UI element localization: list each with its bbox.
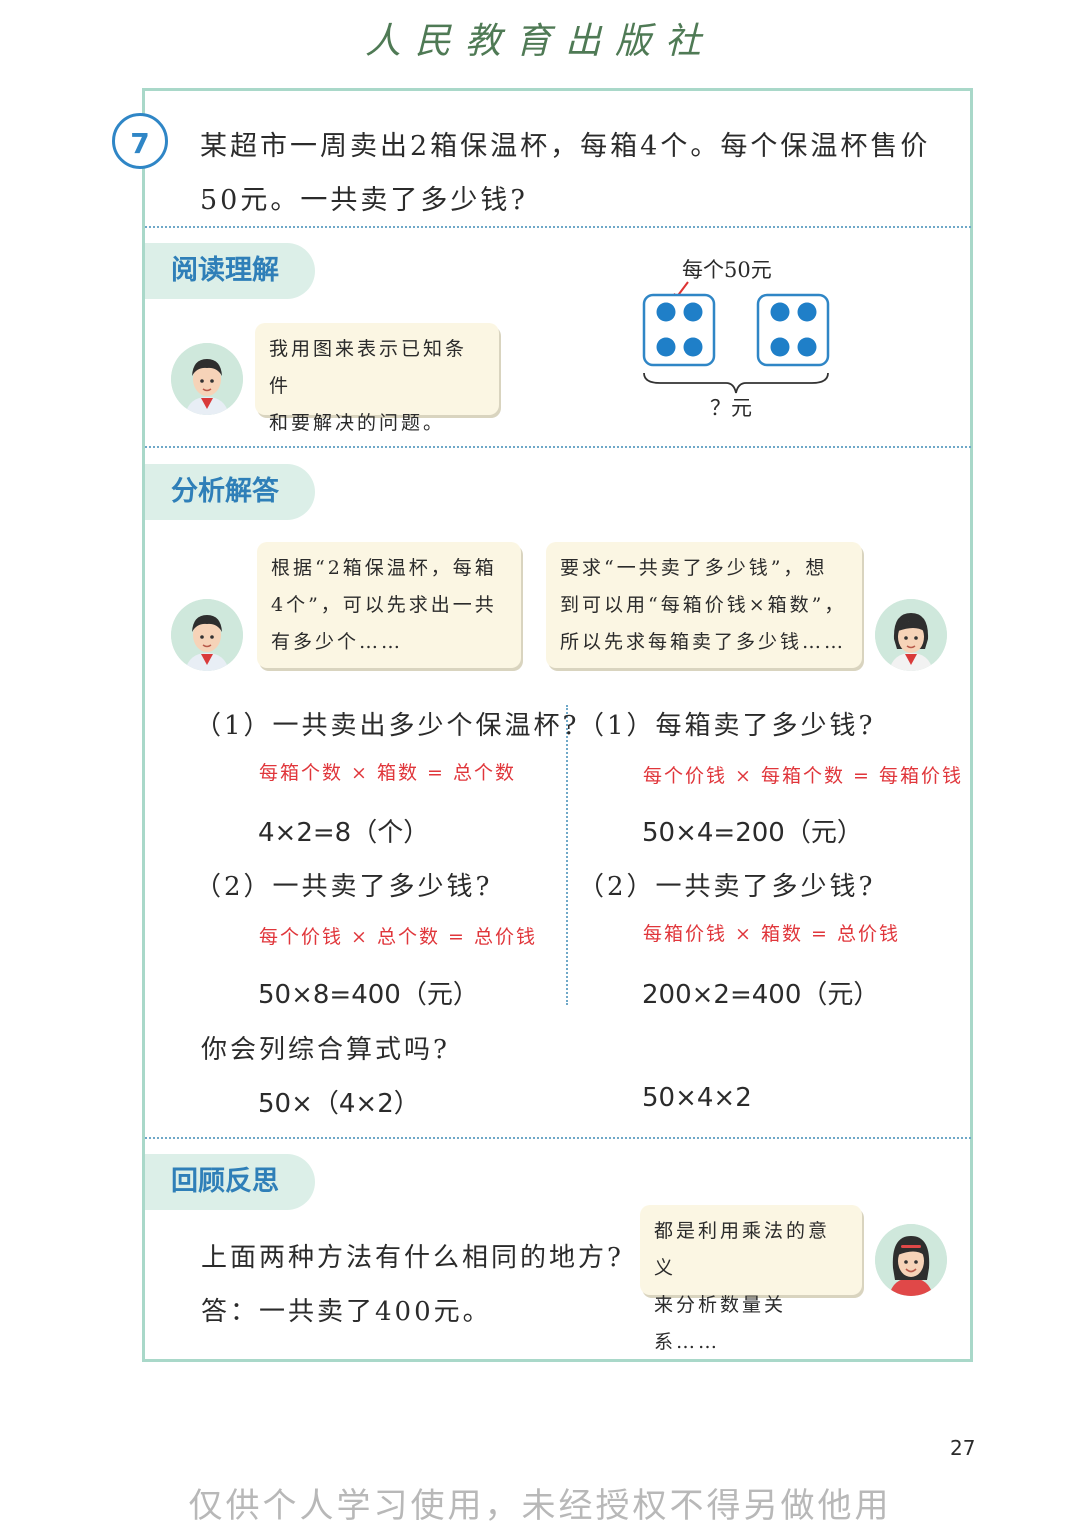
speech-bubble-right: 要求“一共卖了多少钱”，想 到可以用“每箱价钱×箱数”， 所以先求每箱卖了多少钱… — [546, 542, 862, 668]
right-step-2-relation: 每箱价钱 × 箱数 = 总价钱 — [643, 923, 900, 945]
bubble-line: 根据“2箱保温杯，每箱 — [271, 557, 497, 579]
speech-bubble-review: 都是利用乘法的意义 来分析数量关系…… — [640, 1205, 862, 1353]
boy-avatar — [171, 599, 243, 671]
left-step-1-relation: 每箱个数 × 箱数 = 总个数 — [259, 762, 516, 784]
tab-review: 回顾反思 — [145, 1154, 315, 1210]
girl-avatar-review — [875, 1224, 947, 1296]
problem-line-2: 50元。一共卖了多少钱? — [200, 185, 528, 216]
footer-notice: 仅供个人学习使用，未经授权不得另做他用 — [188, 1486, 892, 1526]
divider — [145, 1137, 971, 1139]
tab-analysis: 分析解答 — [145, 464, 315, 520]
bubble-line: 有多少个…… — [271, 631, 404, 653]
box-1 — [642, 293, 716, 367]
speech-bubble-left: 根据“2箱保温杯，每箱 4个”，可以先求出一共 有多少个…… — [257, 542, 521, 668]
left-step-2-relation: 每个价钱 × 总个数 = 总价钱 — [259, 926, 537, 948]
bubble-line: 4个”，可以先求出一共 — [271, 594, 497, 616]
box-2 — [756, 293, 830, 367]
bubble-line: 都是利用乘法的意义 — [654, 1220, 831, 1279]
bubble-line: 要求“一共卖了多少钱”，想 — [560, 557, 828, 579]
bubble-line: 和要解决的问题。 — [269, 412, 446, 434]
combined-formula-right: 50×4×2 — [642, 1083, 752, 1113]
tab-reading: 阅读理解 — [145, 243, 315, 299]
page-number: 27 — [950, 1436, 976, 1460]
divider — [145, 446, 971, 448]
combined-formula-left: 50×（4×2） — [258, 1089, 420, 1119]
review-question: 上面两种方法有什么相同的地方? — [201, 1243, 624, 1273]
problem-number: 7 — [112, 113, 168, 169]
review-answer: 答：一共卖了400元。 — [201, 1297, 492, 1327]
diagram-total-label: ？元 — [710, 396, 752, 420]
right-step-2-question: （2）一共卖了多少钱? — [578, 872, 876, 902]
content-frame — [142, 88, 973, 1362]
bubble-line: 我用图来表示已知条件 — [269, 338, 468, 397]
girl-avatar — [875, 599, 947, 671]
left-step-1-question: （1）一共卖出多少个保温杯? — [195, 711, 580, 741]
combined-question: 你会列综合算式吗? — [201, 1035, 450, 1065]
total-brace — [643, 372, 829, 394]
diagram-price-label: 每个50元 — [682, 258, 772, 282]
divider — [145, 226, 971, 228]
publisher-logo: 人民教育出版社 — [364, 21, 715, 62]
left-step-1-calc: 4×2=8（个） — [258, 818, 430, 848]
boy-avatar — [171, 343, 243, 415]
speech-bubble-reading: 我用图来表示已知条件 和要解决的问题。 — [255, 323, 499, 434]
right-step-2-calc: 200×2=400（元） — [642, 980, 880, 1010]
right-step-1-question: （1）每箱卖了多少钱? — [578, 711, 876, 741]
bubble-line: 所以先求每箱卖了多少钱…… — [560, 631, 847, 653]
box-diagram: 每个50元 ？元 — [642, 258, 830, 420]
bubble-line: 到可以用“每箱价钱×箱数”， — [560, 594, 847, 616]
problem-line-1: 某超市一周卖出2箱保温杯，每箱4个。每个保温杯售价 — [200, 131, 931, 162]
right-step-1-relation: 每个价钱 × 每箱个数 = 每箱价钱 — [643, 765, 963, 787]
bubble-line: 来分析数量关系…… — [654, 1294, 787, 1353]
left-step-2-calc: 50×8=400（元） — [258, 980, 479, 1010]
column-divider — [566, 705, 568, 1005]
left-step-2-question: （2）一共卖了多少钱? — [195, 872, 493, 902]
right-step-1-calc: 50×4=200（元） — [642, 818, 863, 848]
